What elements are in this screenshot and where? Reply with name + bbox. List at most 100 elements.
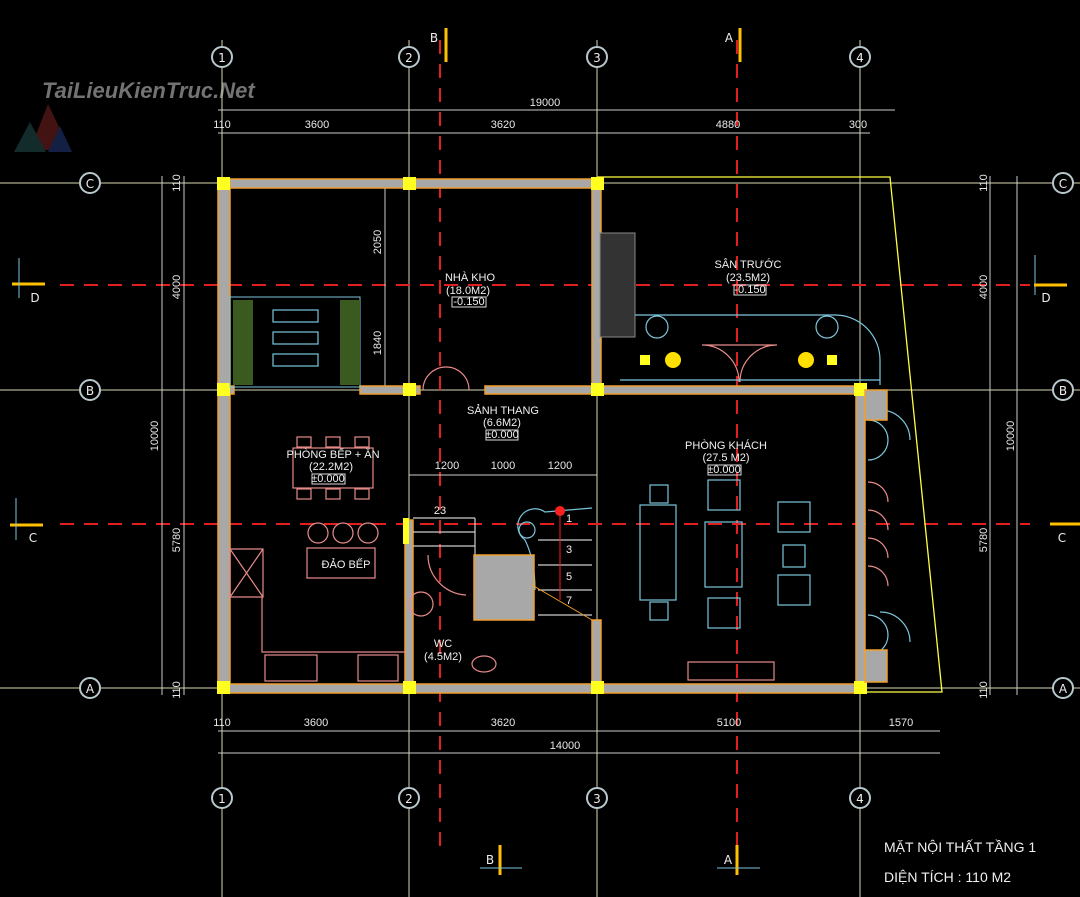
svg-text:NHÀ KHO: NHÀ KHO xyxy=(445,271,496,284)
section-marker-c-left: C xyxy=(10,498,43,545)
grid-bubble-2-bottom: 2 xyxy=(398,787,420,809)
washbasin xyxy=(408,591,434,617)
section-marker-a-bottom: A xyxy=(717,845,760,875)
svg-text:D: D xyxy=(1041,291,1050,305)
walls xyxy=(217,178,866,694)
room-label-stair-hall: SẢNH THANG (6.6M2) ±0.000 xyxy=(467,404,539,441)
svg-text:B: B xyxy=(430,31,438,45)
svg-text:(6.6M2): (6.6M2) xyxy=(483,417,521,429)
svg-text:3600: 3600 xyxy=(304,717,328,729)
svg-text:3: 3 xyxy=(593,792,601,806)
svg-text:-0.150: -0.150 xyxy=(453,296,484,308)
kitchen-island-label: ĐẢO BẾP xyxy=(322,558,371,571)
coffee-table xyxy=(704,521,743,588)
svg-text:110: 110 xyxy=(171,681,183,699)
title-block: MẶT NỘI THẤT TẦNG 1 DIỆN TÍCH : 110 M2 xyxy=(884,839,1036,885)
grid-bubble-c-right: C xyxy=(1052,172,1074,194)
svg-text:A: A xyxy=(1059,682,1068,696)
drawing-title: MẶT NỘI THẤT TẦNG 1 xyxy=(884,839,1036,855)
grid-bubble-b-right: B xyxy=(1052,379,1074,401)
svg-text:4000: 4000 xyxy=(978,275,990,299)
svg-text:C: C xyxy=(29,531,37,545)
svg-text:10000: 10000 xyxy=(149,421,161,452)
svg-text:5780: 5780 xyxy=(171,528,183,552)
section-marker-c-right: C xyxy=(1050,522,1080,545)
svg-text:4: 4 xyxy=(856,792,864,806)
svg-text:300: 300 xyxy=(849,119,867,131)
svg-text:3: 3 xyxy=(593,51,601,65)
furniture xyxy=(229,232,911,683)
hatched-planter xyxy=(599,232,636,338)
svg-text:(4.5M2): (4.5M2) xyxy=(424,651,462,663)
svg-text:1200: 1200 xyxy=(435,460,459,472)
grid-bubble-a-right: A xyxy=(1052,677,1074,699)
svg-text:1: 1 xyxy=(566,513,572,525)
sofa xyxy=(639,504,677,601)
svg-text:1570: 1570 xyxy=(889,717,913,729)
sink xyxy=(264,654,318,682)
svg-text:4: 4 xyxy=(856,51,864,65)
room-label-wc: WC (4.5M2) xyxy=(424,638,462,663)
grid-bubble-1-bottom: 1 xyxy=(211,787,233,809)
grid-bubble-b-left: B xyxy=(79,379,101,401)
dining-table xyxy=(292,447,374,489)
fridge xyxy=(229,548,264,598)
grid-bubble-a-left: A xyxy=(79,677,101,699)
svg-text:(22.2M2): (22.2M2) xyxy=(309,461,353,473)
svg-text:3620: 3620 xyxy=(491,119,515,131)
room-label-front-yard: SÂN TRƯỚC (23.5M2) -0.150 xyxy=(715,258,782,296)
svg-text:C: C xyxy=(86,177,94,191)
svg-text:1840: 1840 xyxy=(372,331,384,355)
grid-bubble-4-bottom: 4 xyxy=(849,787,871,809)
section-marker-d-right: D xyxy=(1034,255,1067,305)
kitchen-island xyxy=(306,547,376,579)
svg-text:PHÒNG KHÁCH: PHÒNG KHÁCH xyxy=(685,439,767,452)
room-label-living-room: PHÒNG KHÁCH (27.5 M2) ±0.000 xyxy=(685,439,767,476)
bar-stool xyxy=(307,522,329,544)
svg-text:2: 2 xyxy=(405,51,413,65)
stair-step-numbers: 23 1 3 5 7 xyxy=(434,505,572,607)
svg-text:±0.000: ±0.000 xyxy=(707,464,741,476)
toilet xyxy=(471,655,497,673)
svg-text:±0.000: ±0.000 xyxy=(311,473,345,485)
grid-bubbles: 1 2 3 4 1 2 3 4 C B A C B A xyxy=(79,46,1074,809)
svg-text:3: 3 xyxy=(566,544,572,556)
svg-text:C: C xyxy=(1058,531,1066,545)
svg-text:A: A xyxy=(725,31,734,45)
svg-text:B: B xyxy=(1059,384,1067,398)
svg-text:SÂN TRƯỚC: SÂN TRƯỚC xyxy=(715,258,782,271)
svg-text:4000: 4000 xyxy=(171,275,183,299)
svg-text:1000: 1000 xyxy=(491,460,515,472)
svg-text:(23.5M2): (23.5M2) xyxy=(726,272,770,284)
bay-windows xyxy=(867,481,889,587)
room-label-storage: NHÀ KHO (18.0M2) -0.150 xyxy=(445,271,496,308)
grid-bubble-1-top: 1 xyxy=(211,46,233,68)
svg-text:110: 110 xyxy=(213,717,231,729)
svg-text:(18.0M2): (18.0M2) xyxy=(446,285,490,297)
storage-door xyxy=(422,366,470,391)
svg-text:(27.5 M2): (27.5 M2) xyxy=(702,452,749,464)
svg-text:B: B xyxy=(86,384,94,398)
svg-text:110: 110 xyxy=(978,681,990,699)
svg-text:SẢNH THANG: SẢNH THANG xyxy=(467,404,539,417)
grid-bubble-2-top: 2 xyxy=(398,46,420,68)
svg-text:110: 110 xyxy=(978,174,990,192)
svg-text:B: B xyxy=(486,853,494,867)
grid-bubble-c-left: C xyxy=(79,172,101,194)
front-door xyxy=(701,344,778,383)
svg-text:3600: 3600 xyxy=(305,119,329,131)
site-boundary xyxy=(597,176,943,693)
svg-text:5100: 5100 xyxy=(717,717,741,729)
svg-text:±0.000: ±0.000 xyxy=(485,429,519,441)
svg-text:A: A xyxy=(86,682,95,696)
section-marker-d-left: D xyxy=(12,258,45,305)
tv-console xyxy=(687,661,775,681)
svg-text:PHÒNG BẾP + ĂN: PHÒNG BẾP + ĂN xyxy=(286,448,379,461)
svg-text:A: A xyxy=(724,853,733,867)
svg-text:2: 2 xyxy=(405,792,413,806)
columns xyxy=(217,177,867,694)
svg-text:-0.150: -0.150 xyxy=(734,284,765,296)
svg-text:4880: 4880 xyxy=(716,119,740,131)
grid-bubble-4-top: 4 xyxy=(849,46,871,68)
